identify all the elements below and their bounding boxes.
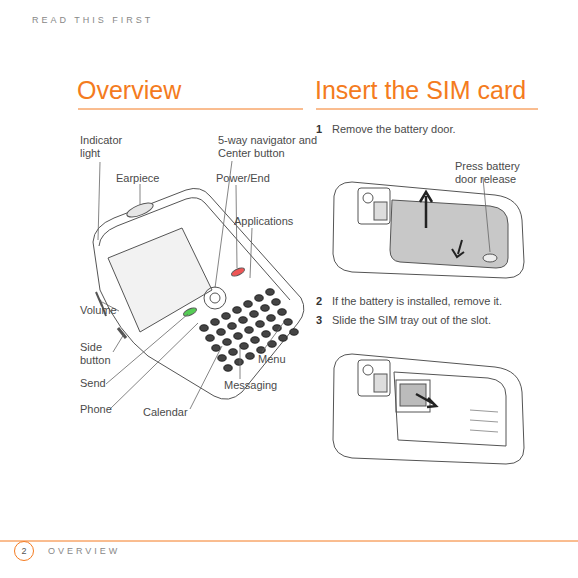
contacts — [470, 410, 498, 432]
section-heading: Insert the SIM card — [315, 75, 555, 105]
press-arrow — [452, 240, 464, 257]
key — [224, 365, 232, 371]
key — [211, 319, 219, 325]
part-name: Applications — [234, 215, 314, 228]
device-back — [333, 182, 524, 278]
key — [251, 337, 259, 343]
center-button — [210, 293, 220, 303]
part-name: Messaging — [224, 379, 294, 392]
step-text: If the battery is installed, remove it. — [332, 295, 562, 308]
key — [279, 335, 287, 341]
key — [284, 319, 292, 325]
section-heading: Overview — [77, 75, 297, 105]
rule — [316, 109, 538, 110]
key — [239, 317, 247, 323]
screen — [108, 228, 212, 332]
running-header: READ THIS FIRST — [32, 15, 232, 26]
step-number: 2 — [316, 295, 330, 308]
key — [262, 331, 270, 337]
key — [267, 315, 275, 321]
navigator — [204, 287, 226, 309]
key — [228, 323, 236, 329]
leader-line — [250, 228, 252, 278]
part-name: Calendar — [143, 406, 203, 419]
key — [218, 355, 226, 361]
key — [240, 343, 248, 349]
key — [233, 307, 241, 313]
step-text: Slide the SIM tray out of the slot. — [332, 314, 562, 327]
page-number-circle: 2 — [14, 541, 34, 561]
key — [245, 327, 253, 333]
step-number: 3 — [316, 314, 330, 327]
part-name: Volume — [80, 304, 140, 317]
speaker-grille — [374, 202, 387, 220]
leader-line — [140, 184, 141, 205]
part-name: Side button — [80, 341, 120, 367]
key — [246, 353, 254, 359]
leader-line — [110, 323, 198, 409]
device-back — [333, 354, 524, 464]
leader-line — [262, 322, 284, 352]
key — [290, 329, 298, 335]
callout-label: Press battery door release — [455, 160, 535, 186]
step-text: Remove the battery door. — [332, 123, 552, 136]
key — [250, 311, 258, 317]
part-name: Indicator light — [80, 134, 135, 160]
battery-well — [394, 372, 506, 446]
page-number: 2 — [21, 546, 26, 556]
footer-rule — [0, 541, 578, 542]
end-key — [230, 266, 245, 277]
key — [272, 299, 280, 305]
camera-housing — [358, 188, 390, 224]
key — [217, 329, 225, 335]
side-button-part — [118, 328, 126, 338]
running-footer: OVERVIEW — [48, 546, 198, 557]
camera-housing — [358, 360, 390, 396]
leader-lines — [98, 161, 284, 409]
leader-line — [106, 314, 188, 384]
part-name: Send — [80, 377, 120, 390]
slide-arrow — [420, 192, 432, 228]
leader-line — [240, 348, 241, 379]
leader-line — [483, 178, 490, 252]
key — [212, 345, 220, 351]
key — [256, 321, 264, 327]
key — [261, 305, 269, 311]
leader-line — [113, 334, 124, 352]
key — [222, 313, 230, 319]
key — [244, 301, 252, 307]
leader-line — [98, 162, 100, 240]
step-number: 1 — [316, 123, 330, 136]
key — [229, 349, 237, 355]
key — [235, 359, 243, 365]
part-name: Power/End — [216, 172, 296, 185]
key — [255, 295, 263, 301]
key — [200, 325, 208, 331]
key — [234, 333, 242, 339]
battery-door — [390, 200, 508, 268]
keyboard — [200, 289, 298, 371]
speaker-grille — [374, 374, 387, 392]
rule — [78, 109, 303, 110]
part-name: Menu — [258, 353, 298, 366]
slide-arrow — [416, 394, 436, 407]
camera-lens — [363, 365, 373, 375]
send-key — [182, 306, 197, 317]
part-name: Earpiece — [116, 172, 186, 185]
sim-tray — [396, 380, 430, 412]
key — [278, 309, 286, 315]
key — [266, 289, 274, 295]
sim-tray-drawing — [333, 354, 524, 464]
key — [206, 335, 214, 341]
camera-lens — [363, 193, 373, 203]
key — [223, 339, 231, 345]
battery-door-drawing — [333, 178, 524, 278]
heading-rules — [0, 109, 578, 541]
leader-line — [190, 346, 222, 409]
door-release — [483, 254, 497, 262]
part-name: 5-way navigator and Center button — [218, 134, 323, 160]
part-name: Phone — [80, 403, 130, 416]
sim-card — [400, 384, 426, 406]
